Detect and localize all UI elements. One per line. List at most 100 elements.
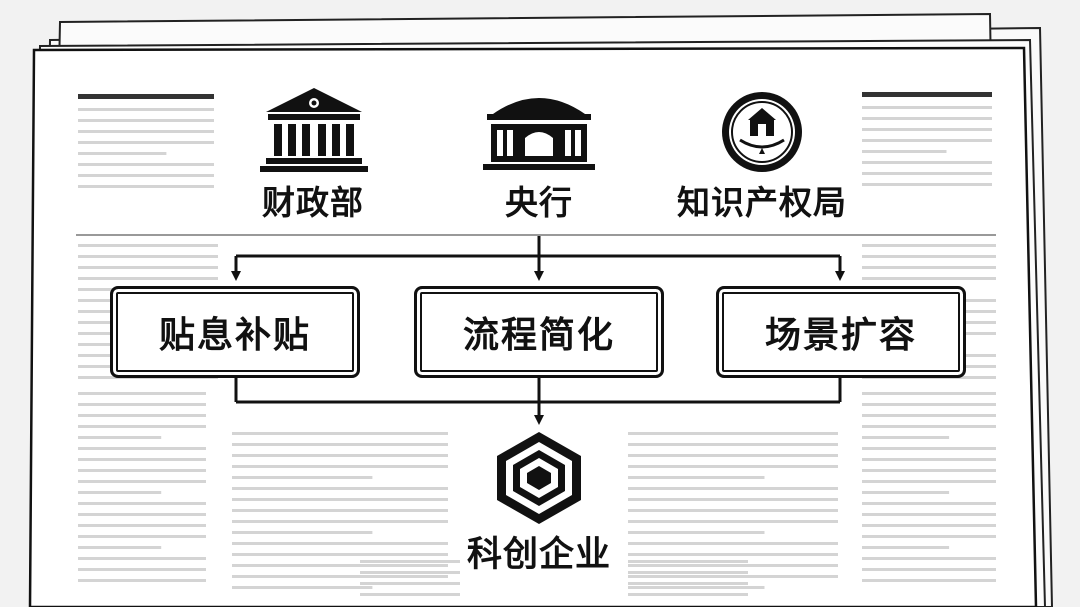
text-line xyxy=(78,502,206,505)
text-line xyxy=(628,582,748,585)
text-line xyxy=(232,443,448,446)
hexagon-chip-icon xyxy=(497,432,581,524)
source-label-finance: 财政部 xyxy=(262,183,364,222)
text-line xyxy=(232,586,373,589)
text-line xyxy=(628,520,838,523)
text-line xyxy=(862,161,992,164)
text-line xyxy=(628,553,838,556)
text-line xyxy=(78,491,162,494)
text-line xyxy=(232,564,448,567)
headline-bar xyxy=(78,94,214,99)
text-line xyxy=(360,560,460,563)
text-line xyxy=(232,531,373,534)
text-line xyxy=(78,152,167,155)
text-line xyxy=(232,465,448,468)
text-line xyxy=(78,425,206,428)
bank-gate-building-icon xyxy=(483,98,595,170)
text-line xyxy=(232,509,448,512)
text-line xyxy=(360,593,460,596)
text-line xyxy=(78,579,206,582)
text-line xyxy=(78,469,206,472)
text-line xyxy=(628,476,765,479)
text-line xyxy=(78,174,214,177)
text-line xyxy=(78,163,214,166)
text-line xyxy=(78,392,206,395)
text-line xyxy=(232,575,448,578)
text-line xyxy=(862,266,996,269)
text-line xyxy=(78,119,214,122)
measure-box-subsidy: 贴息补贴 xyxy=(110,286,360,378)
text-line xyxy=(232,520,448,523)
text-line xyxy=(78,414,206,417)
text-line xyxy=(862,139,992,142)
text-line xyxy=(78,458,206,461)
text-line xyxy=(78,403,206,406)
classical-building-icon xyxy=(260,88,368,172)
text-line xyxy=(862,172,992,175)
text-line xyxy=(862,568,996,571)
text-line xyxy=(78,436,162,439)
text-line xyxy=(862,403,996,406)
text-line xyxy=(862,535,996,538)
text-line xyxy=(232,553,448,556)
text-line xyxy=(78,480,206,483)
text-line xyxy=(628,531,765,534)
text-line xyxy=(628,593,748,596)
text-line xyxy=(862,150,947,153)
text-line xyxy=(862,524,996,527)
text-line xyxy=(232,487,448,490)
text-line xyxy=(78,244,218,247)
text-line xyxy=(862,491,950,494)
text-line xyxy=(360,582,460,585)
column-rule xyxy=(76,234,996,236)
text-line xyxy=(78,568,206,571)
text-line xyxy=(628,509,838,512)
text-line xyxy=(862,458,996,461)
source-label-ip-office: 知识产权局 xyxy=(677,183,847,222)
measure-box-simplify: 流程简化 xyxy=(414,286,664,378)
text-line xyxy=(628,432,838,435)
text-line xyxy=(862,425,996,428)
text-line xyxy=(862,183,992,186)
text-line xyxy=(862,469,996,472)
text-line xyxy=(862,106,992,109)
text-line xyxy=(78,141,214,144)
text-line xyxy=(78,266,218,269)
text-line xyxy=(862,502,996,505)
text-line xyxy=(628,571,748,574)
target-label: 科创企业 xyxy=(466,535,612,575)
text-line xyxy=(862,579,996,582)
text-line xyxy=(628,560,748,563)
text-line xyxy=(628,542,838,545)
text-line xyxy=(628,487,838,490)
text-line xyxy=(628,564,838,567)
text-line xyxy=(862,277,996,280)
text-line xyxy=(862,255,996,258)
text-line xyxy=(862,117,992,120)
text-line xyxy=(862,392,996,395)
text-line xyxy=(232,432,448,435)
text-line xyxy=(862,447,996,450)
text-line xyxy=(628,575,838,578)
source-label-central-bank: 央行 xyxy=(505,183,573,222)
text-line xyxy=(862,557,996,560)
text-line xyxy=(78,546,162,549)
text-line xyxy=(862,513,996,516)
text-line xyxy=(78,277,218,280)
text-line xyxy=(78,524,206,527)
text-line xyxy=(78,108,214,111)
text-line xyxy=(862,414,996,417)
text-line xyxy=(862,480,996,483)
text-line xyxy=(232,454,448,457)
text-line xyxy=(360,571,460,574)
text-line xyxy=(862,128,992,131)
text-line xyxy=(628,454,838,457)
text-line xyxy=(78,513,206,516)
text-line xyxy=(628,465,838,468)
text-line xyxy=(628,443,838,446)
text-line xyxy=(628,498,838,501)
text-line xyxy=(232,498,448,501)
headline-bar xyxy=(862,92,992,97)
text-line xyxy=(78,185,214,188)
